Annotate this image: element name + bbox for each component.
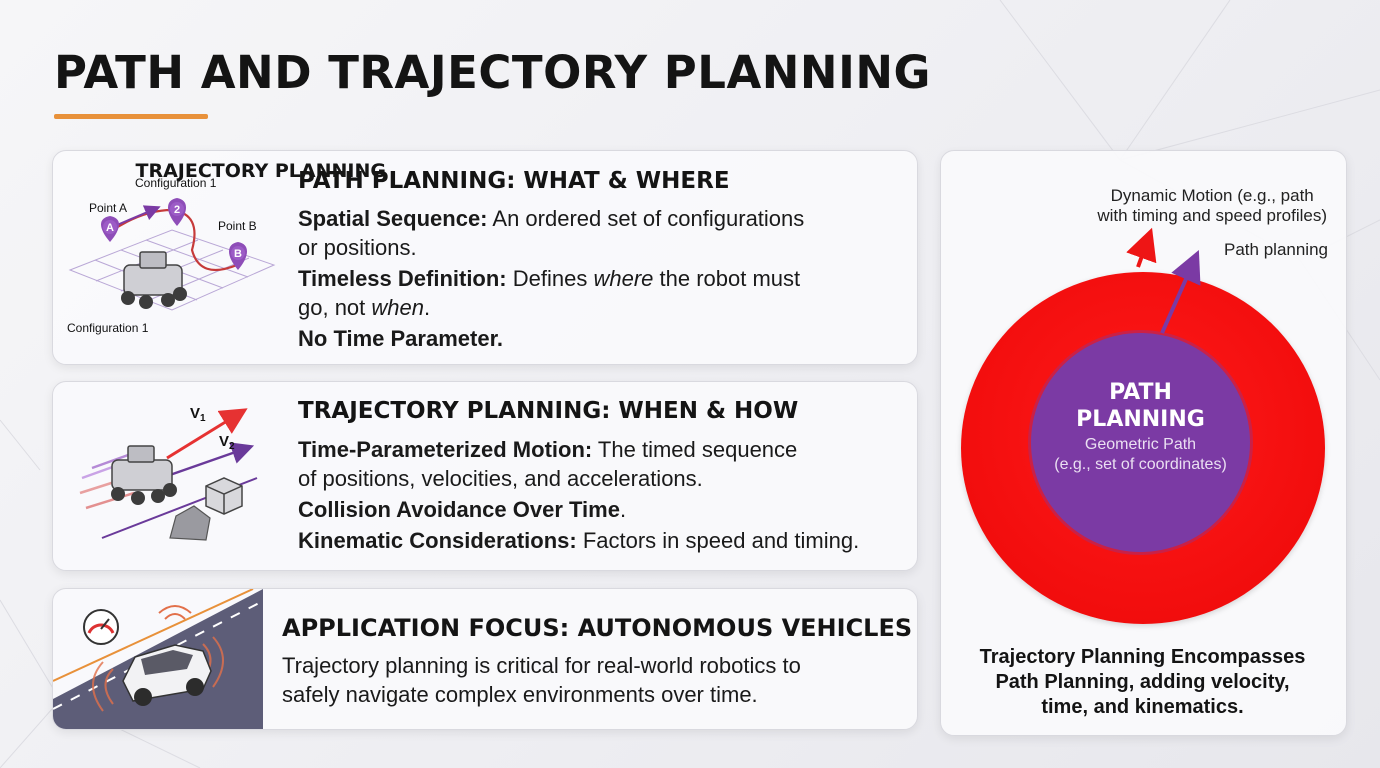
svg-text:B: B — [234, 248, 242, 260]
trajectory-planning-description: Dynamic Motion (e.g., path with timing a… — [1097, 186, 1327, 225]
robot-icon — [121, 251, 187, 309]
pin-a-icon: A — [101, 216, 119, 242]
v1-label: V1 — [190, 405, 206, 424]
title-underline — [54, 114, 208, 119]
timeless-definition-item: Timeless Definition: Defines where the r… — [298, 266, 801, 320]
trajectory-planning-heading: TRAJECTORY PLANNING: WHEN & HOW — [298, 398, 799, 424]
svg-text:2: 2 — [174, 204, 180, 216]
path-planning-card — [52, 150, 918, 365]
path-planning-circle-description: Geometric Path (e.g., set of coordinates… — [1054, 436, 1227, 473]
robot-icon — [111, 445, 177, 505]
path-planning-body: Spatial Sequence: An ordered set of conf… — [298, 204, 898, 355]
path-planning-circle — [1031, 333, 1250, 552]
obstacle-cube-icon — [205, 477, 243, 515]
kinematic-considerations-item: Kinematic Considerations: Factors in spe… — [298, 528, 860, 553]
point-b-label: Point B — [218, 219, 257, 233]
car-icon — [122, 644, 212, 706]
spatial-sequence-item: Spatial Sequence: An ordered set of conf… — [298, 206, 805, 260]
path-planning-pointer-label: Path planning — [1224, 240, 1328, 259]
config-top-label: Configuration 1 — [135, 176, 217, 190]
svg-text:A: A — [106, 222, 114, 234]
wifi-icon — [158, 605, 192, 620]
path-planning-illustration: A 2 B Configuration 1 Point A Point B Co… — [67, 176, 276, 335]
v2-arrow — [166, 442, 255, 478]
collision-avoidance-item: Collision Avoidance Over Time. — [298, 497, 627, 522]
path-planning-heading: PATH PLANNING: WHAT & WHERE — [298, 168, 730, 194]
application-focus-body: Trajectory planning is critical for real… — [282, 653, 801, 707]
trajectory-planning-body: Time-Parameterized Motion: The timed seq… — [298, 435, 908, 557]
v1-arrow — [166, 408, 248, 460]
v2-label: V2 — [219, 433, 235, 452]
autonomous-vehicle-illustration — [53, 589, 263, 729]
page-title: PATH AND TRAJECTORY PLANNING — [54, 46, 931, 99]
time-parameterized-item: Time-Parameterized Motion: The timed seq… — [298, 437, 798, 491]
trajectory-planning-label: TRAJECTORY PLANNING — [135, 160, 386, 182]
path-planning-arrow — [1160, 250, 1201, 334]
application-focus-heading: APPLICATION FOCUS: AUTONOMOUS VEHICLES — [282, 614, 913, 642]
trajectory-arrow — [1126, 227, 1157, 268]
encompass-summary: Trajectory Planning Encompasses Path Pla… — [979, 646, 1306, 718]
path-planning-circle-title: PATH PLANNING — [1076, 380, 1205, 432]
pin-b-icon: B — [229, 242, 247, 270]
config-bottom-label: Configuration 1 — [67, 321, 149, 335]
application-focus-card — [52, 588, 918, 730]
pointer-arrows — [1126, 227, 1201, 334]
point-a-label: Point A — [89, 201, 127, 215]
no-time-parameter-item: No Time Parameter. — [298, 326, 504, 351]
obstacle-rock-icon — [169, 505, 211, 541]
trajectory-planning-illustration: V1 V2 — [79, 405, 258, 541]
speedometer-icon — [83, 609, 119, 645]
pin-2-icon: 2 — [168, 198, 186, 226]
